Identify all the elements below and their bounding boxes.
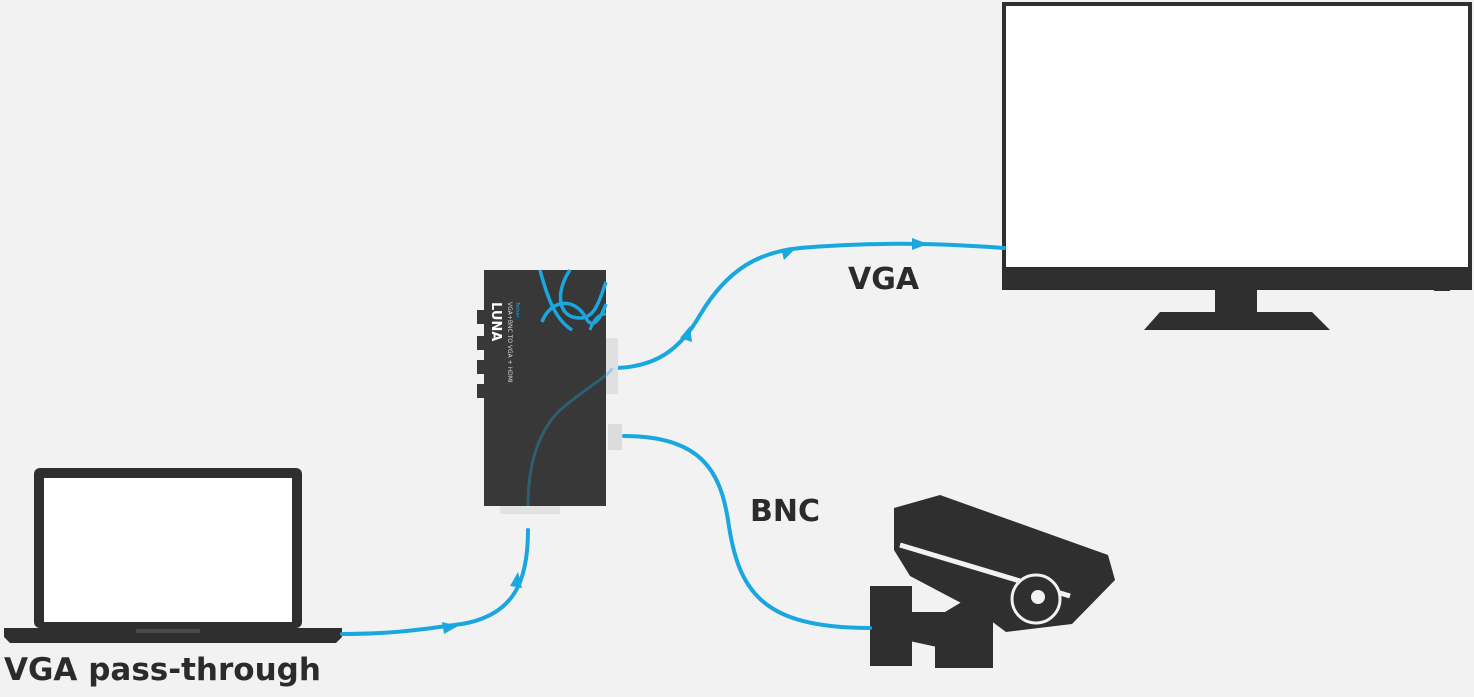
vga-pass-through-label: VGA pass-through xyxy=(4,652,321,688)
monitor-icon xyxy=(1002,2,1472,330)
pass-through-cable xyxy=(340,528,530,636)
pass-through-arrow-icon xyxy=(510,572,522,588)
bnc-cable xyxy=(622,434,872,630)
vga-arrow-icon xyxy=(680,326,692,342)
bnc-label: BNC xyxy=(750,494,820,529)
vga-label: VGA xyxy=(848,262,920,297)
converter-box-icon xyxy=(477,268,622,514)
laptop-icon xyxy=(4,468,342,643)
device-maker: Tether xyxy=(514,301,520,318)
vga-arrow-icon xyxy=(782,248,796,260)
device-model: VGA+BNC TO VGA + HDMI xyxy=(506,302,513,383)
vga-cable xyxy=(610,241,1006,370)
pass-through-arrow-icon xyxy=(442,622,458,634)
cctv-camera-icon xyxy=(870,495,1115,668)
device-brand: LUNA xyxy=(488,302,503,341)
vga-arrow-icon xyxy=(912,238,928,250)
